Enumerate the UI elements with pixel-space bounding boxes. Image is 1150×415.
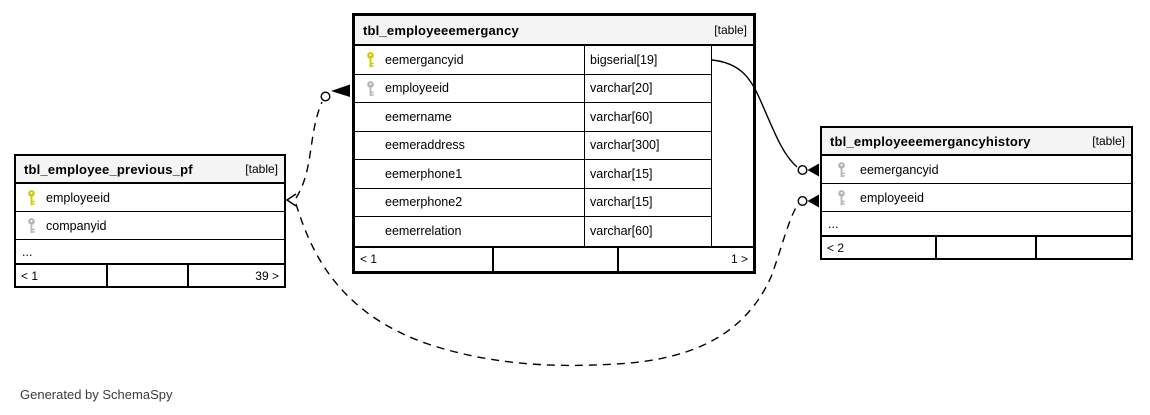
- odot-icon: [797, 164, 808, 175]
- column-name: employeeid: [46, 190, 110, 205]
- table-header[interactable]: tbl_employeeemergancy [table]: [355, 16, 753, 46]
- column-name: eemerphone2: [385, 195, 463, 210]
- column-name: eemername: [385, 109, 452, 124]
- column-name: employeeid: [385, 81, 449, 96]
- odot-icon: [320, 91, 331, 102]
- table-type-badge: [table]: [714, 23, 747, 37]
- table-footer: < 1 39 >: [16, 263, 284, 286]
- foreign-key-icon: [27, 217, 36, 234]
- table-title[interactable]: tbl_employee_previous_pf: [24, 161, 193, 177]
- column-row: companyid: [16, 212, 284, 240]
- column-name: employeeid: [860, 190, 924, 205]
- open-arrowhead-icon: [285, 193, 297, 207]
- footer-middle-cell: [935, 237, 1035, 258]
- footer-middle-cell: [106, 265, 187, 286]
- footer-right-cell: [1035, 237, 1131, 258]
- inv-arrowhead-icon: [807, 163, 819, 177]
- column-name: eemeraddress: [385, 138, 465, 153]
- column-type: varchar[60]: [584, 103, 711, 131]
- column-name: eemergancyid: [385, 52, 464, 67]
- footer-incoming-count: < 2: [827, 240, 845, 255]
- table-footer: < 2: [822, 235, 1131, 258]
- edge-emergancy-employeeid-to-previouspf: [285, 84, 350, 207]
- table-tbl-employee-previous-pf[interactable]: tbl_employee_previous_pf [table] employe…: [14, 154, 286, 288]
- footer-incoming-count: < 1: [21, 268, 39, 283]
- column-name: eemerrelation: [385, 224, 462, 239]
- table-title[interactable]: tbl_employeeemergancy: [363, 22, 519, 38]
- column-row: eemergancyid: [822, 156, 1131, 184]
- footer-incoming-count: < 1: [360, 252, 378, 266]
- footer-middle-cell: [492, 247, 617, 271]
- foreign-key-icon: [837, 161, 846, 178]
- table-title[interactable]: tbl_employeeemergancyhistory: [830, 133, 1031, 149]
- table-footer: < 1 1 >: [355, 245, 753, 271]
- footer-outgoing-count: 1 >: [617, 247, 753, 271]
- column-row: employeeid varchar[20]: [355, 74, 711, 103]
- column-type: varchar[15]: [584, 188, 711, 216]
- column-name: companyid: [46, 218, 107, 233]
- table-type-badge: [table]: [1092, 134, 1125, 148]
- column-row: employeeid: [16, 184, 284, 212]
- column-type: varchar[15]: [584, 160, 711, 188]
- column-row: eemerphone1 varchar[15]: [355, 160, 711, 189]
- footer-row-count: 39 >: [187, 265, 284, 286]
- column-row: eemeraddress varchar[300]: [355, 131, 711, 160]
- column-row: employeeid: [822, 184, 1131, 212]
- column-row: eemerrelation varchar[60]: [355, 217, 711, 246]
- table-tbl-employeeemergancyhistory[interactable]: tbl_employeeemergancyhistory [table] eem…: [820, 126, 1133, 260]
- table-tbl-employeeemergancy[interactable]: tbl_employeeemergancy [table] eemergancy…: [352, 13, 756, 274]
- column-name: eemergancyid: [860, 162, 939, 177]
- more-columns-ellipsis: ...: [22, 244, 33, 259]
- column-type: bigserial[19]: [584, 46, 711, 74]
- primary-key-icon: [27, 189, 36, 206]
- odot-icon: [797, 195, 808, 206]
- more-columns-ellipsis: ...: [828, 216, 839, 231]
- column-row: eemerphone2 varchar[15]: [355, 188, 711, 217]
- foreign-key-icon: [366, 80, 375, 97]
- primary-key-icon: [366, 51, 375, 68]
- inv-arrowhead-icon: [331, 84, 350, 97]
- column-row: eemername varchar[60]: [355, 103, 711, 132]
- column-type: varchar[300]: [584, 131, 711, 159]
- column-name: eemerphone1: [385, 166, 463, 181]
- column-type: varchar[60]: [584, 217, 711, 246]
- edge-anchor-column: [711, 46, 753, 246]
- column-row: eemergancyid bigserial[19]: [355, 46, 711, 75]
- table-header[interactable]: tbl_employee_previous_pf [table]: [16, 156, 284, 184]
- schemaspy-credit: Generated by SchemaSpy: [20, 387, 173, 402]
- table-type-badge: [table]: [245, 162, 278, 176]
- foreign-key-icon: [837, 189, 846, 206]
- inv-arrowhead-icon: [807, 194, 819, 208]
- column-type: varchar[20]: [584, 74, 711, 102]
- table-header[interactable]: tbl_employeeemergancyhistory [table]: [822, 128, 1131, 156]
